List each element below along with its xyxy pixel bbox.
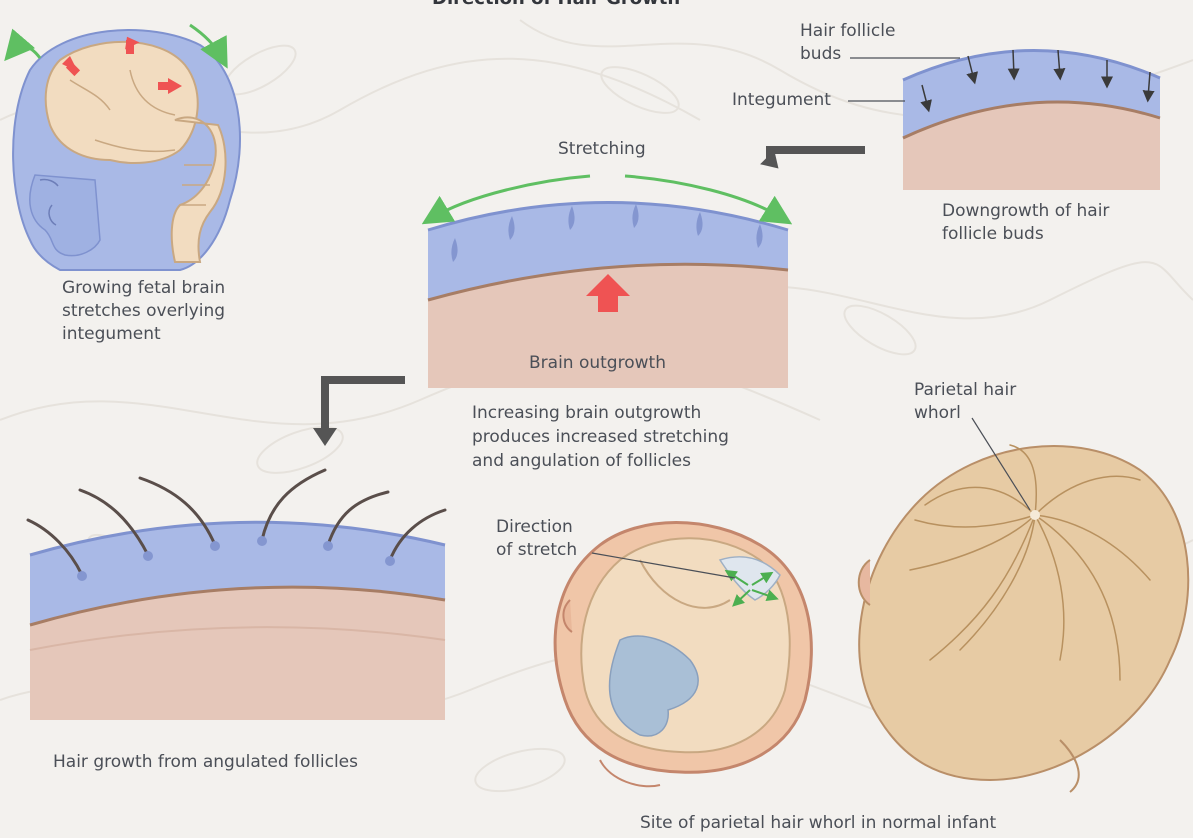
label-direction-line2: of stretch xyxy=(496,540,577,561)
label-increasing-line3: and angulation of follicles xyxy=(472,451,691,472)
label-parietal-line1: Parietal hair xyxy=(914,380,1016,401)
skull-illustration xyxy=(555,523,811,787)
label-fetal-line3: integument xyxy=(62,324,161,345)
flow-arrow-2 xyxy=(325,380,405,430)
label-downgrowth-line2: follicle buds xyxy=(942,224,1044,245)
label-increasing-line1: Increasing brain outgrowth xyxy=(472,403,701,424)
label-direction-line1: Direction xyxy=(496,517,573,538)
label-parietal-line2: whorl xyxy=(914,403,961,424)
label-site-of-whorl: Site of parietal hair whorl in normal in… xyxy=(640,813,996,834)
label-hair-follicle-buds-line1: Hair follicle xyxy=(800,21,895,42)
label-brain-outgrowth: Brain outgrowth xyxy=(529,353,666,374)
infant-head-illustration xyxy=(859,445,1188,792)
flow-arrow-1 xyxy=(770,150,865,160)
label-fetal-line2: stretches overlying xyxy=(62,301,225,322)
diagram-title: Direction of Hair Growth xyxy=(432,0,680,9)
label-stretching: Stretching xyxy=(558,139,646,160)
label-hair-growth: Hair growth from angulated follicles xyxy=(53,752,358,773)
label-downgrowth-line1: Downgrowth of hair xyxy=(942,201,1109,222)
label-hair-follicle-buds-line2: buds xyxy=(800,44,841,65)
downgrowth-illustration xyxy=(903,50,1160,190)
fetal-head-illustration xyxy=(12,25,240,270)
label-integument: Integument xyxy=(732,90,831,111)
label-increasing-line2: produces increased stretching xyxy=(472,427,729,448)
label-fetal-line1: Growing fetal brain xyxy=(62,278,225,299)
hair-growth-illustration xyxy=(28,470,445,720)
